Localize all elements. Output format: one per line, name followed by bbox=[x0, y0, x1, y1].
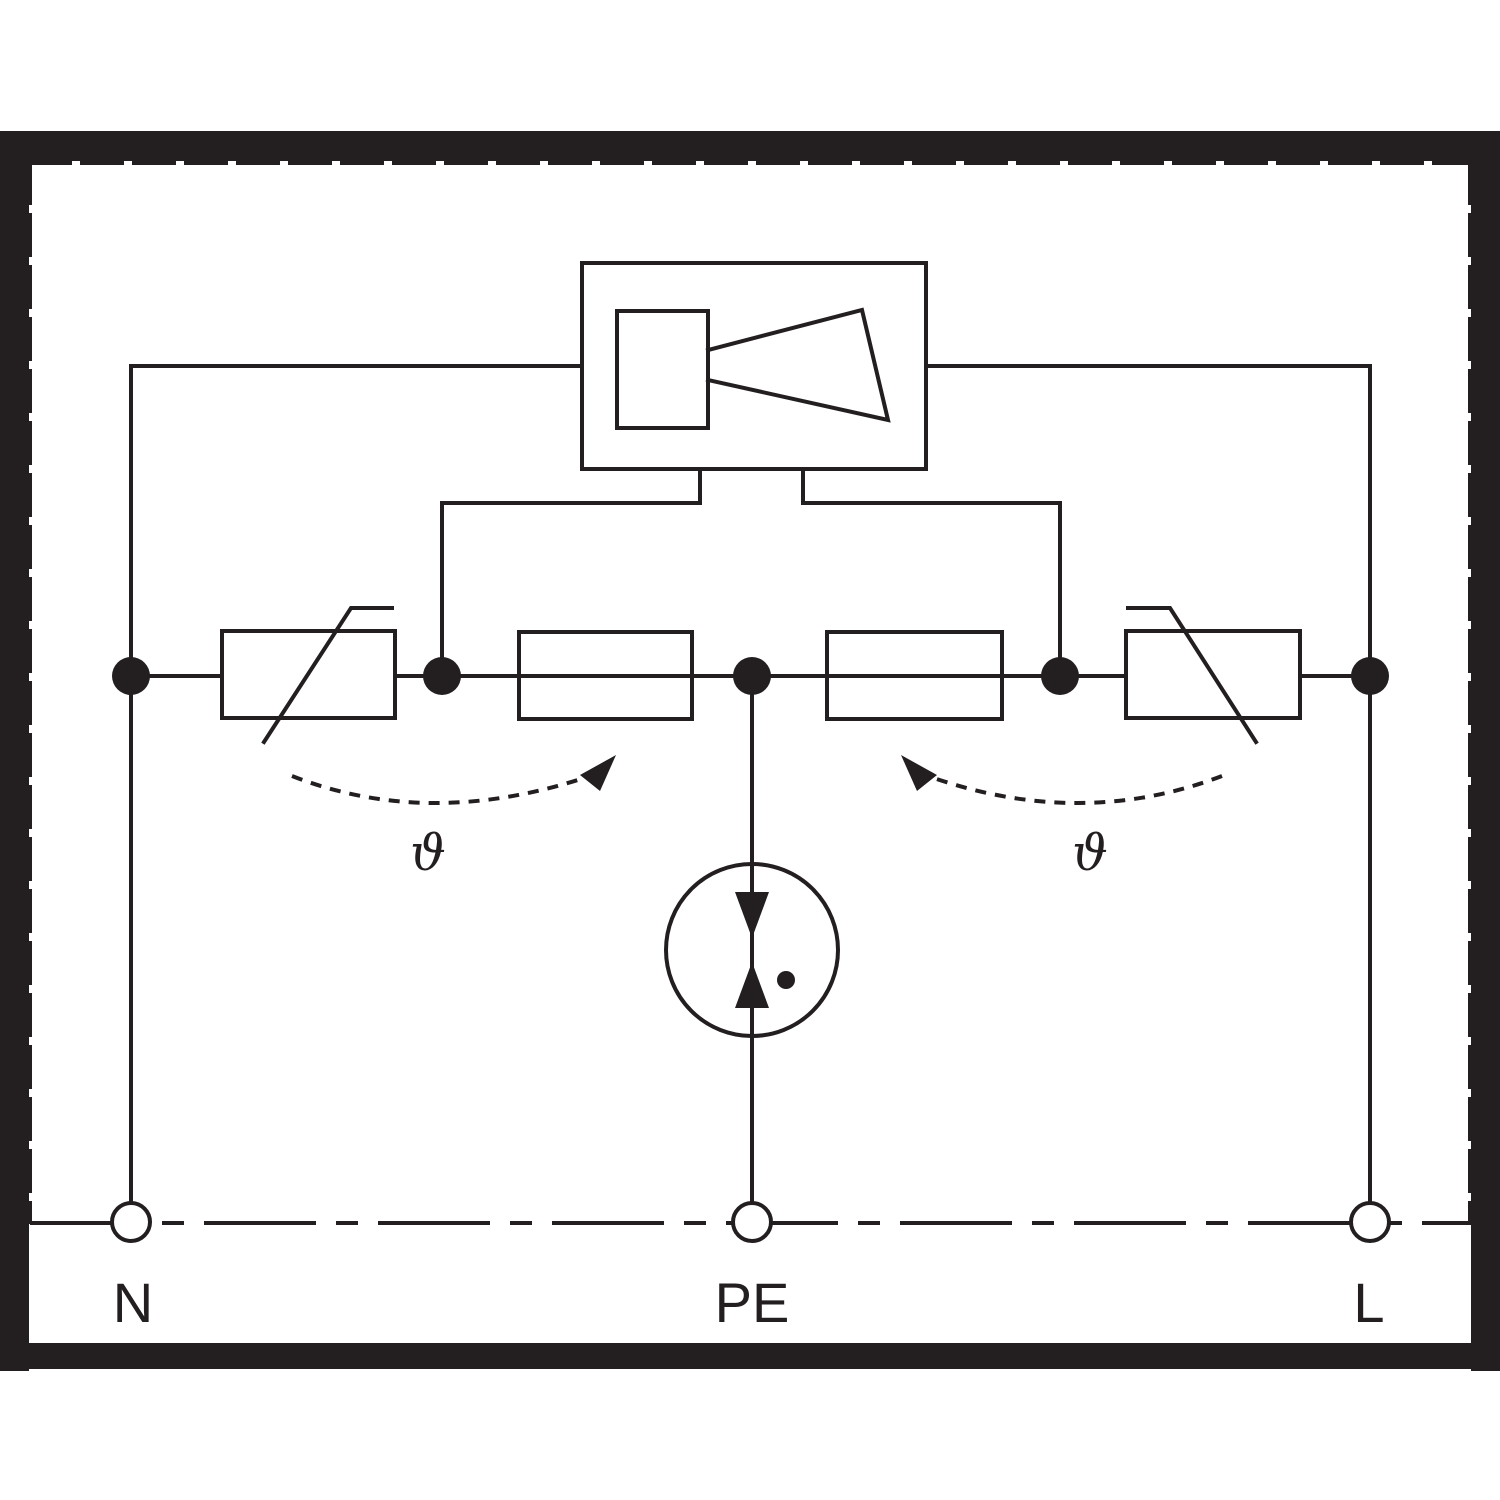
signal-unit bbox=[440, 261, 1062, 678]
varistor-left bbox=[220, 606, 397, 745]
terminal-n bbox=[110, 1201, 152, 1243]
varistor-right bbox=[1124, 606, 1302, 745]
signal-unit-lead-left bbox=[440, 467, 702, 678]
junction-left bbox=[423, 657, 461, 695]
terminal-label-pe: PE bbox=[715, 1271, 790, 1334]
junction-l bbox=[1351, 657, 1389, 695]
wire-n bbox=[129, 364, 584, 1224]
fuse-left bbox=[517, 630, 694, 721]
spark-gap bbox=[664, 674, 840, 1224]
spark-gap-dot bbox=[777, 971, 795, 989]
terminal-l bbox=[1349, 1201, 1391, 1243]
junction-n bbox=[112, 657, 150, 695]
varistor-left-slash bbox=[261, 606, 394, 745]
terminal-pe bbox=[731, 1201, 773, 1243]
spark-gap-arrow-up bbox=[735, 962, 769, 1008]
thermal-arrow-left bbox=[291, 755, 616, 805]
enclosure-outline bbox=[0, 131, 1500, 1371]
thermal-label-right: ϑ bbox=[1072, 824, 1108, 882]
thermal-label-left: ϑ bbox=[410, 824, 446, 882]
signal-unit-lead-right bbox=[801, 467, 1062, 678]
wire-l bbox=[924, 364, 1372, 1224]
terminal-label-n: N bbox=[113, 1271, 153, 1334]
junction-right bbox=[1041, 657, 1079, 695]
spark-gap-circle bbox=[664, 862, 840, 1038]
spark-gap-arrow-down bbox=[735, 892, 769, 938]
varistor-right-slash bbox=[1126, 606, 1259, 745]
terminal-label-l: L bbox=[1353, 1271, 1384, 1334]
horn-icon bbox=[705, 307, 891, 423]
fuse-right bbox=[825, 630, 1004, 721]
thermal-arrow-right bbox=[901, 755, 1223, 805]
horn-body bbox=[615, 309, 710, 430]
